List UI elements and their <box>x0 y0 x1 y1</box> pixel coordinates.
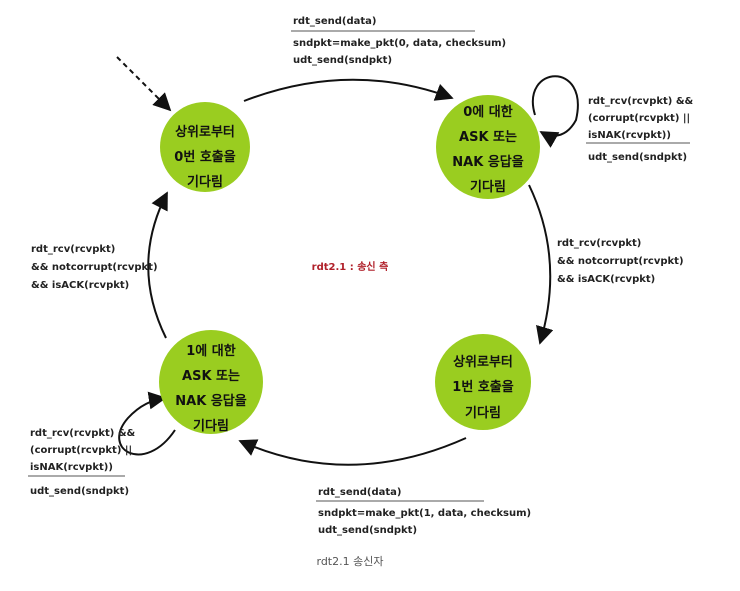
transition-event: && isACK(rcvpkt) <box>31 280 129 291</box>
state-label: ASK 또는 <box>182 369 240 384</box>
state-wait-call-0: 상위로부터 0번 호출을 기다림 <box>160 102 250 192</box>
transition-action: udt_send(sndpkt) <box>318 525 417 536</box>
state-label: 상위로부터 <box>453 354 513 370</box>
state-label: 기다림 <box>470 179 506 195</box>
transition-label-right-self: rdt_rcv(rcvpkt) && (corrupt(rcvpkt) || i… <box>586 96 694 163</box>
arc-left <box>147 191 168 339</box>
transition-action: udt_send(sndpkt) <box>293 55 392 66</box>
state-label: 1번 호출을 <box>452 379 513 395</box>
transition-label-bottom: rdt_send(data) sndpkt=make_pkt(1, data, … <box>316 487 531 536</box>
figure-caption: rdt2.1 송신자 <box>317 555 384 568</box>
state-wait-ack-1: 1에 대한 ASK 또는 NAK 응답을 기다림 <box>159 330 263 434</box>
transition-event: rdt_send(data) <box>318 487 401 498</box>
transition-event: rdt_rcv(rcvpkt) <box>31 244 115 255</box>
transition-event: rdt_send(data) <box>293 16 376 27</box>
transition-event: isNAK(rcvpkt)) <box>30 462 113 473</box>
transition-event: isNAK(rcvpkt)) <box>588 130 671 141</box>
transition-label-left-self: rdt_rcv(rcvpkt) && (corrupt(rcvpkt) || i… <box>28 428 136 497</box>
state-label: 0에 대한 <box>463 104 512 120</box>
transition-label-left: rdt_rcv(rcvpkt) && notcorrupt(rcvpkt) &&… <box>31 244 158 291</box>
transition-action: sndpkt=make_pkt(0, data, checksum) <box>293 38 506 49</box>
transition-event: rdt_rcv(rcvpkt) <box>557 238 641 249</box>
arc-top <box>243 78 454 102</box>
state-label: 기다림 <box>187 174 223 190</box>
transition-action: udt_send(sndpkt) <box>588 152 687 163</box>
state-label: 1에 대한 <box>186 343 235 359</box>
transition-label-top: rdt_send(data) sndpkt=make_pkt(0, data, … <box>291 16 506 66</box>
state-label: 기다림 <box>193 418 229 434</box>
state-label: NAK 응답을 <box>452 154 523 170</box>
self-loop-right <box>532 75 579 148</box>
arc-right <box>528 184 554 345</box>
state-label: 0번 호출을 <box>174 149 235 165</box>
state-label: ASK 또는 <box>459 130 517 145</box>
arc-bottom <box>238 437 467 466</box>
state-wait-call-1: 상위로부터 1번 호출을 기다림 <box>435 334 531 430</box>
state-wait-ack-0: 0에 대한 ASK 또는 NAK 응답을 기다림 <box>436 95 540 199</box>
transition-label-right: rdt_rcv(rcvpkt) && notcorrupt(rcvpkt) &&… <box>557 238 684 285</box>
transition-event: (corrupt(rcvpkt) || <box>588 113 690 124</box>
transition-event: && notcorrupt(rcvpkt) <box>557 256 684 267</box>
state-label: 기다림 <box>465 405 501 421</box>
transition-event: rdt_rcv(rcvpkt) && <box>588 96 694 107</box>
transition-event: rdt_rcv(rcvpkt) && <box>30 428 136 439</box>
center-title: rdt2.1 : 송신 측 <box>312 260 389 273</box>
transition-action: sndpkt=make_pkt(1, data, checksum) <box>318 508 531 519</box>
transition-action: udt_send(sndpkt) <box>30 486 129 497</box>
state-label: NAK 응답을 <box>175 393 246 409</box>
initial-arrow <box>116 56 172 112</box>
state-label: 상위로부터 <box>175 124 235 140</box>
self-loop-left <box>118 391 176 456</box>
transition-event: && notcorrupt(rcvpkt) <box>31 262 158 273</box>
transition-event: (corrupt(rcvpkt) || <box>30 445 132 456</box>
transition-event: && isACK(rcvpkt) <box>557 274 655 285</box>
